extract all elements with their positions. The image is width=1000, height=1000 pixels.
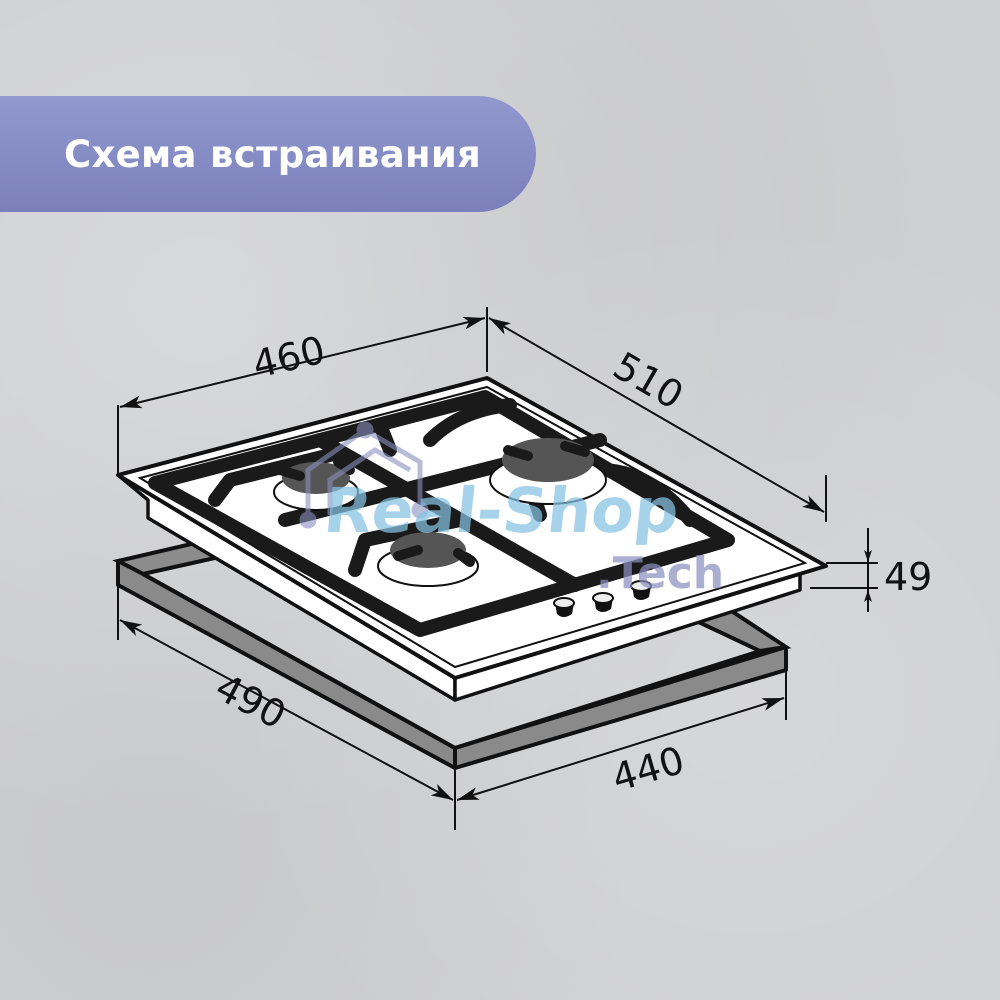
watermark-logo-icon: [299, 421, 429, 529]
dim-label-440: 440: [607, 738, 689, 800]
burner-front: [377, 532, 479, 587]
control-knobs: [553, 580, 652, 617]
dimension-lines: [117, 307, 878, 830]
watermark-sub: .Tech: [596, 548, 724, 599]
knob-2: [592, 592, 614, 612]
burner-back-left: [273, 457, 359, 511]
dim-line-510: [488, 317, 825, 513]
dim-line-440: [456, 697, 785, 801]
dim-label-460: 460: [248, 328, 329, 387]
dim-line-490: [119, 619, 454, 801]
dim-label-510: 510: [606, 344, 691, 418]
dim-line-460: [119, 316, 486, 409]
watermark-main: Real-Shop: [321, 474, 683, 547]
dim-label-49: 49: [884, 555, 932, 599]
knob-3: [630, 580, 652, 600]
knob-1: [553, 597, 575, 617]
banner-title: Схема встраивания: [64, 132, 482, 176]
title-banner: Схема встраивания: [0, 96, 536, 212]
